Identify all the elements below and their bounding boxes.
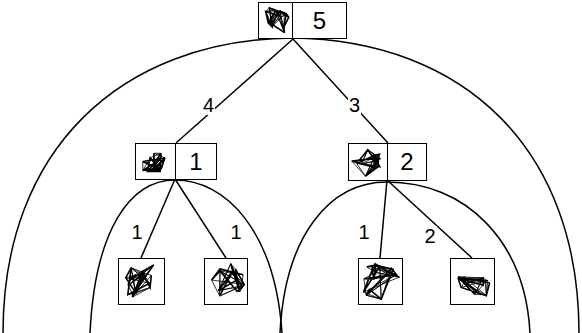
structure-icon (451, 259, 494, 304)
structure-stroke (364, 264, 400, 299)
structure-stroke (126, 265, 154, 297)
leaf-branch (141, 179, 175, 258)
branch-weight: 2 (423, 226, 436, 246)
count-cell: 2 (388, 144, 426, 180)
count-cell: 5 (293, 3, 346, 38)
leaf-branch (175, 179, 226, 258)
structure-stroke (212, 264, 245, 296)
leaf-structure-box (450, 258, 495, 305)
structure-cell (349, 144, 388, 180)
structure-stroke (458, 277, 490, 296)
branch-weight: 1 (130, 222, 143, 242)
structure-stroke (126, 265, 154, 297)
tree-branch (176, 39, 293, 143)
structure-stroke (212, 264, 245, 296)
count-cell: 1 (176, 144, 216, 179)
left-subtree-arc (90, 180, 282, 333)
root-arc (3, 38, 579, 333)
structure-cell (259, 3, 293, 38)
structure-stroke (143, 153, 165, 171)
count-number: 5 (313, 9, 326, 33)
tree-node: 5 (258, 2, 347, 39)
leaf-branch (387, 180, 472, 258)
structure-stroke (266, 8, 289, 33)
branch-weight: 1 (357, 222, 370, 242)
structure-icon (136, 144, 175, 179)
structure-icon (349, 144, 387, 180)
leaf-branch (380, 180, 387, 258)
leaf-structure-box (118, 258, 165, 305)
leaf-structure-box (204, 258, 248, 305)
branch-weight: 1 (229, 222, 242, 242)
structure-stroke (352, 150, 381, 176)
count-number: 2 (400, 150, 413, 174)
tree-node: 1 (135, 143, 217, 180)
right-subtree-arc (280, 182, 530, 333)
structure-stroke (458, 277, 490, 296)
edge-weight: 4 (202, 95, 215, 115)
tree-branch (293, 39, 388, 143)
structure-icon (205, 259, 247, 304)
structure-icon (119, 259, 164, 304)
structure-stroke (364, 264, 400, 299)
edge-weight: 3 (348, 95, 361, 115)
tree-node: 2 (348, 143, 427, 181)
structure-cell (136, 144, 176, 179)
leaf-structure-box (358, 258, 403, 305)
structure-icon (359, 259, 402, 304)
structure-icon (259, 3, 292, 38)
structure-stroke (143, 153, 165, 171)
structure-stroke (143, 153, 165, 171)
structure-stroke (266, 8, 289, 33)
count-number: 1 (189, 150, 202, 174)
structure-stroke (352, 150, 381, 176)
